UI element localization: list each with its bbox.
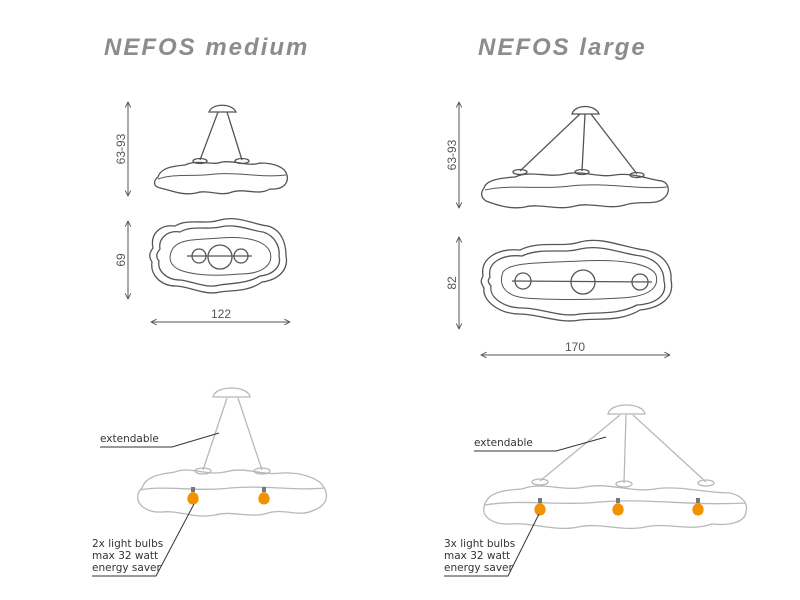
medium-bulb-sketch [137, 387, 328, 517]
large-width-label: 170 [565, 340, 585, 354]
large-bulbs [534, 498, 704, 516]
medium-top-view [149, 218, 288, 294]
title-nefos-medium: NEFOS medium [104, 34, 310, 61]
large-annotations: extendable 3x light bulbs max 32 watt en… [444, 436, 607, 577]
light-bulb-icon [258, 487, 270, 505]
large-bulb-note-line-1: 3x light bulbs [444, 538, 515, 550]
large-width-dimension: 170 [481, 340, 670, 355]
large-extendable-note: extendable [474, 437, 533, 449]
medium-annotations: extendable 2x light bulbs max 32 watt en… [92, 432, 220, 577]
medium-bulb-note-line-3: energy saver [92, 562, 162, 574]
large-depth-label: 82 [445, 276, 459, 290]
medium-height-dimension: 63-93 [114, 102, 128, 196]
medium-bulb-note-line-2: max 32 watt [92, 550, 158, 562]
light-bulb-icon [692, 498, 704, 516]
medium-width-label: 122 [211, 307, 231, 321]
medium-height-label: 63-93 [114, 133, 128, 164]
medium-depth-label: 69 [114, 253, 128, 267]
medium-width-dimension: 122 [151, 307, 290, 322]
medium-side-view [153, 104, 288, 195]
large-depth-dimension: 82 [445, 237, 459, 329]
title-nefos-large: NEFOS large [478, 34, 647, 61]
large-side-view [480, 105, 669, 209]
medium-bulb-note-line-1: 2x light bulbs [92, 538, 163, 550]
medium-extendable-note: extendable [100, 433, 159, 445]
large-top-view [480, 239, 673, 322]
large-bulb-note-line-3: energy saver [444, 562, 514, 574]
light-bulb-icon [534, 498, 546, 516]
medium-depth-dimension: 69 [114, 221, 128, 299]
large-height-dimension: 63-93 [445, 102, 459, 208]
large-height-label: 63-93 [445, 139, 459, 170]
large-bulb-sketch [483, 404, 748, 530]
large-bulb-note-line-2: max 32 watt [444, 550, 510, 562]
